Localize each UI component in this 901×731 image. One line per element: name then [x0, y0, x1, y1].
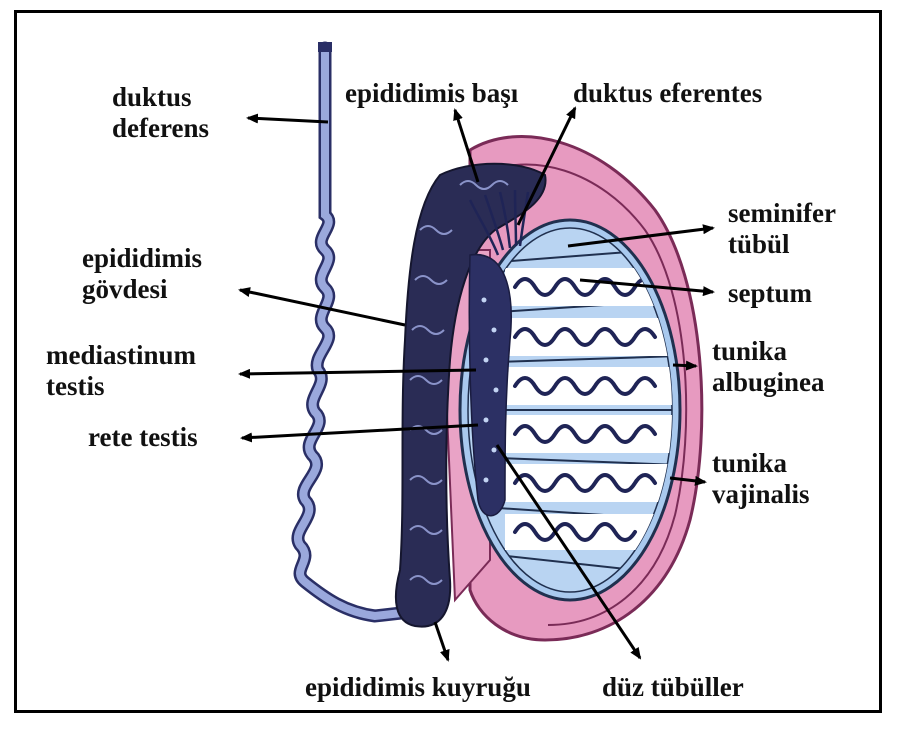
label-ductus-deferens: duktus deferens: [112, 82, 209, 144]
label-tunica-albuginea: tunika albuginea: [712, 336, 825, 398]
label-rete-testis: rete testis: [88, 422, 198, 453]
label-epididymis-head: epididimis başı: [345, 78, 518, 109]
label-mediastinum-testis: mediastinum testis: [46, 340, 196, 402]
arrow-epididymis-tail: [435, 622, 448, 660]
label-line-2: deferens: [112, 113, 209, 144]
label-ductuli-efferentes: duktus eferentes: [573, 78, 762, 109]
label-septum: septum: [728, 278, 812, 309]
ductus-deferens-lumen: [298, 48, 410, 616]
label-epididymis-tail: epididimis kuyruğu: [305, 672, 531, 703]
label-epididymis-body: epididimis gövdesi: [82, 243, 202, 305]
label-line-2: vajinalis: [712, 479, 810, 510]
label-line-2: gövdesi: [82, 274, 202, 305]
label-line-1: seminifer: [728, 198, 836, 229]
label-seminiferous-tubule: seminifer tübül: [728, 198, 836, 260]
label-line-1: tunika: [712, 336, 825, 367]
label-line-2: tübül: [728, 229, 836, 260]
label-tunica-vaginalis: tunika vajinalis: [712, 448, 810, 510]
label-line-1: mediastinum: [46, 340, 196, 371]
rete-testis-shape: [469, 255, 511, 516]
arrow-ductus-deferens: [248, 118, 328, 122]
label-line-1: tunika: [712, 448, 810, 479]
ductus-deferens-tube: [298, 48, 410, 616]
label-line-1: duktus: [112, 82, 209, 113]
label-line-1: epididimis: [82, 243, 202, 274]
arrow-tunica-albuginea: [673, 365, 696, 366]
label-line-2: testis: [46, 371, 196, 402]
label-straight-tubules: düz tübüller: [602, 672, 744, 703]
ductus-end: [318, 42, 332, 52]
label-line-2: albuginea: [712, 367, 825, 398]
